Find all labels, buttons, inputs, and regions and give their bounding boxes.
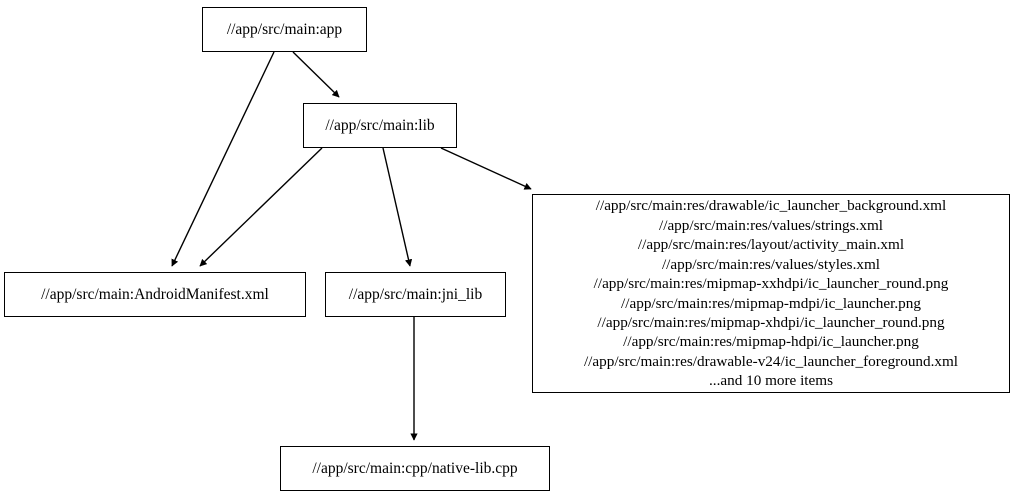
graph-node-res-collection-label: //app/src/main:res/drawable/ic_launcher_…	[583, 197, 959, 390]
graph-node-android-manifest[interactable]: //app/src/main:AndroidManifest.xml	[4, 272, 306, 317]
graph-node-res-collection[interactable]: //app/src/main:res/drawable/ic_launcher_…	[532, 194, 1010, 393]
graph-node-jni-lib-label: //app/src/main:jni_lib	[348, 285, 483, 303]
graph-node-lib-label: //app/src/main:lib	[325, 116, 435, 134]
graph-node-native-lib-cpp-label: //app/src/main:cpp/native-lib.cpp	[312, 459, 518, 477]
graph-node-app-label: //app/src/main:app	[226, 20, 343, 38]
graph-node-jni-lib[interactable]: //app/src/main:jni_lib	[325, 272, 506, 317]
edge-lib-to-res	[440, 147, 532, 190]
graph-node-lib[interactable]: //app/src/main:lib	[303, 103, 457, 148]
edge-app-to-lib	[292, 51, 340, 98]
edge-lib-to-manifest	[199, 147, 323, 267]
graph-node-native-lib-cpp[interactable]: //app/src/main:cpp/native-lib.cpp	[280, 446, 550, 491]
edge-lib-to-jni-lib	[382, 147, 413, 267]
edge-app-to-manifest	[171, 51, 275, 267]
graph-node-app[interactable]: //app/src/main:app	[202, 7, 367, 52]
graph-node-android-manifest-label: //app/src/main:AndroidManifest.xml	[41, 285, 269, 303]
